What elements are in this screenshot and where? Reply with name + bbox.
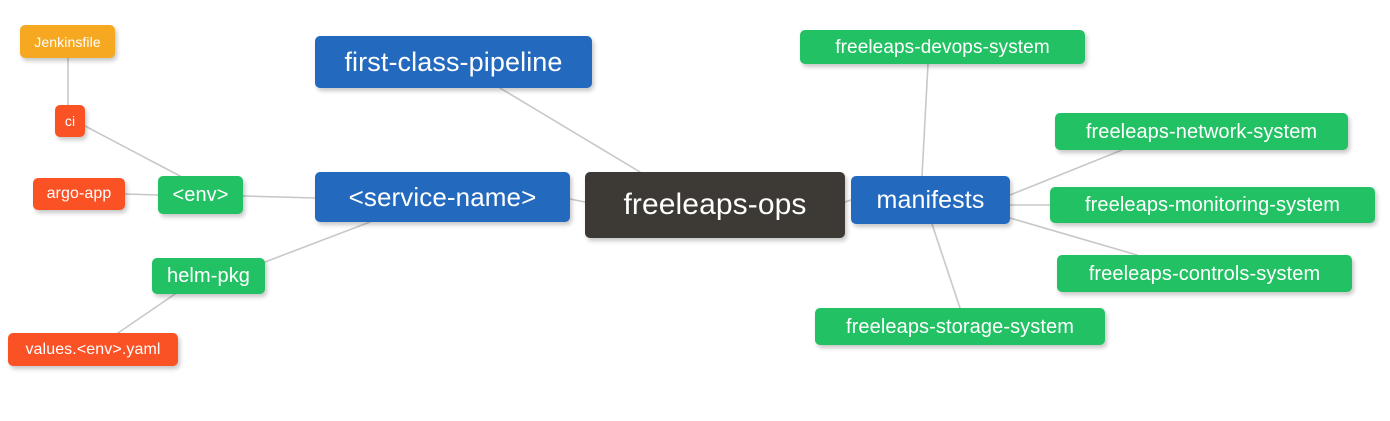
node-label: freeleaps-storage-system: [845, 315, 1075, 338]
node-freeleaps-monitoring-system[interactable]: freeleaps-monitoring-system: [1050, 187, 1375, 223]
node-label: manifests: [876, 185, 985, 214]
node-label: freeleaps-ops: [623, 188, 807, 221]
node-freeleaps-network-system[interactable]: freeleaps-network-system: [1055, 113, 1348, 150]
node-manifests[interactable]: manifests: [851, 176, 1010, 224]
node-label: values.<env>.yaml: [25, 340, 161, 358]
edge-manifests-to-freeleaps-storage-system: [931, 223, 961, 309]
edge-manifests-to-freeleaps-controls-system: [1009, 217, 1138, 256]
node-label: freeleaps-devops-system: [835, 36, 1050, 58]
node-label: Jenkinsfile: [34, 33, 101, 50]
edge-helm-pkg-to-values-yaml: [117, 293, 176, 334]
node-freeleaps-storage-system[interactable]: freeleaps-storage-system: [815, 308, 1105, 345]
node-label: first-class-pipeline: [344, 46, 563, 77]
node-label: freeleaps-controls-system: [1088, 262, 1321, 285]
node-freeleaps-controls-system[interactable]: freeleaps-controls-system: [1057, 255, 1352, 292]
node-label: helm-pkg: [166, 265, 251, 287]
node-label: freeleaps-network-system: [1085, 120, 1318, 143]
node-freeleaps-ops[interactable]: freeleaps-ops: [585, 172, 845, 238]
edge-service-name-to-helm-pkg: [264, 221, 371, 263]
node-label: <service-name>: [348, 182, 537, 212]
node-first-class-pipeline[interactable]: first-class-pipeline: [315, 36, 592, 88]
node-freeleaps-devops-system[interactable]: freeleaps-devops-system: [800, 30, 1085, 64]
node-label: argo-app: [46, 185, 112, 202]
edge-manifests-to-freeleaps-devops-system: [921, 63, 929, 177]
node-service-name[interactable]: <service-name>: [315, 172, 570, 222]
edge-env-to-ci: [84, 125, 181, 177]
node-label: ci: [64, 113, 76, 129]
node-label: <env>: [172, 184, 229, 206]
node-values-yaml[interactable]: values.<env>.yaml: [8, 333, 178, 366]
node-jenkinsfile[interactable]: Jenkinsfile: [20, 25, 115, 58]
edge-service-name-to-env: [242, 195, 316, 199]
node-helm-pkg[interactable]: helm-pkg: [152, 258, 265, 294]
edge-env-to-argo-app: [124, 193, 159, 196]
node-ci[interactable]: ci: [55, 105, 85, 137]
node-argo-app[interactable]: argo-app: [33, 178, 125, 210]
node-env[interactable]: <env>: [158, 176, 243, 214]
edge-freeleaps-ops-to-service-name: [569, 198, 586, 203]
node-label: freeleaps-monitoring-system: [1084, 194, 1340, 216]
edge-freeleaps-ops-to-first-class-pipeline: [499, 87, 641, 173]
